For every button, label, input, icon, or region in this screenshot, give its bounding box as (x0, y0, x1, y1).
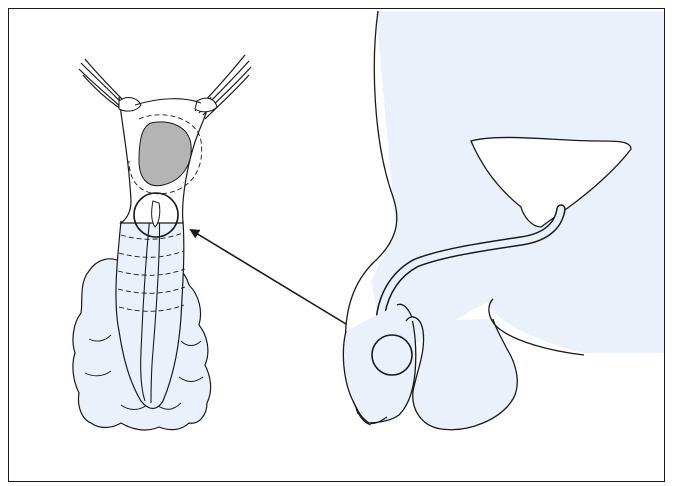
figure-frame (8, 8, 665, 482)
body-sagittal-view (343, 11, 665, 430)
anatomy-diagram (8, 8, 665, 482)
duct-junction-right (195, 98, 217, 112)
pointer-arrow (191, 230, 346, 324)
frontal-closeup-view (73, 55, 251, 430)
